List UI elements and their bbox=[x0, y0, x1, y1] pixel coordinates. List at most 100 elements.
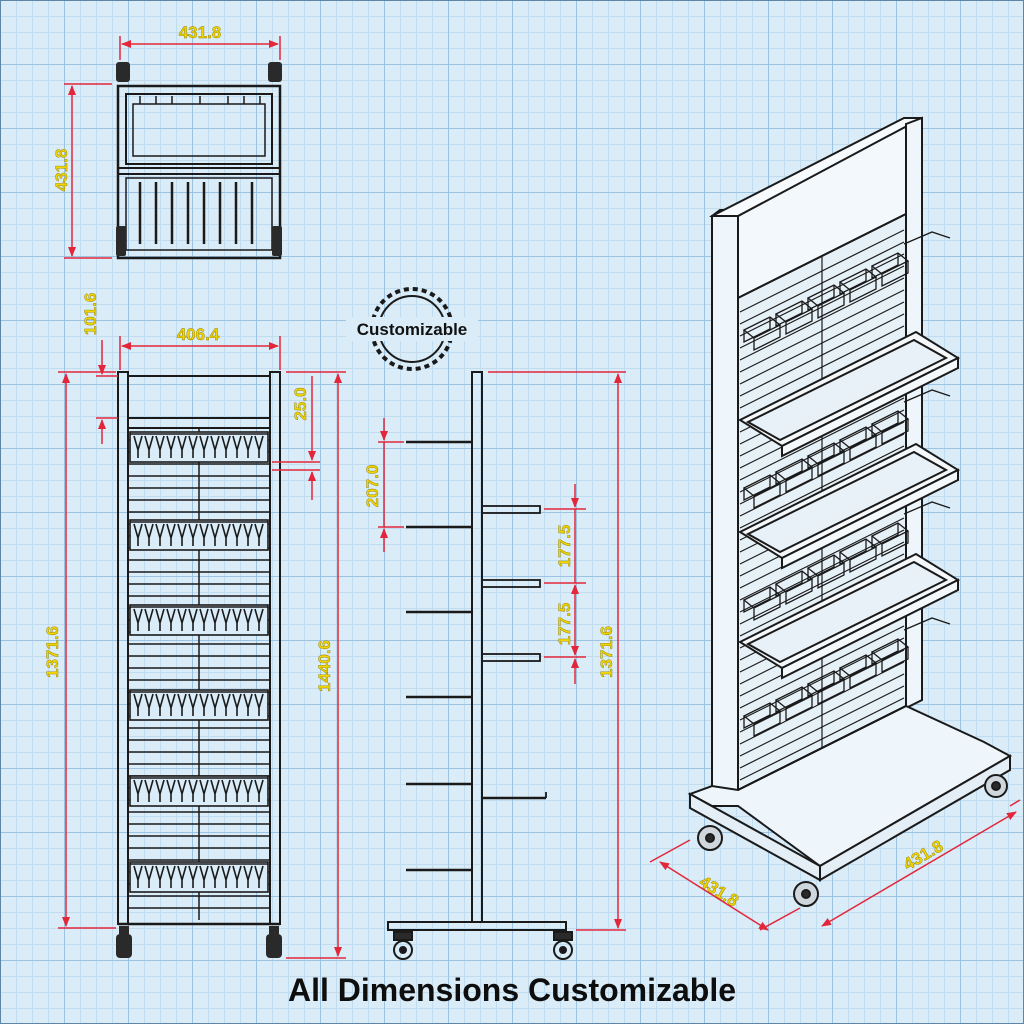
hook bbox=[144, 608, 154, 631]
iso-basket bbox=[742, 389, 951, 510]
hook bbox=[155, 523, 165, 546]
hook bbox=[166, 865, 176, 888]
hook bbox=[177, 523, 187, 546]
iso-wire-baskets bbox=[742, 231, 951, 738]
customizable-stamp bbox=[346, 287, 478, 371]
hook bbox=[177, 693, 187, 716]
hook bbox=[254, 865, 264, 888]
basket-wire bbox=[807, 671, 845, 706]
top-view-depth-label: 431.8 bbox=[52, 149, 71, 192]
basket-wire bbox=[839, 655, 877, 690]
top-view-dimensions bbox=[64, 36, 281, 259]
hook bbox=[243, 523, 253, 546]
side-view bbox=[387, 371, 567, 931]
hook bbox=[210, 523, 220, 546]
hook bbox=[232, 435, 242, 458]
hook bbox=[188, 693, 198, 716]
hook bbox=[133, 523, 143, 546]
hook bbox=[221, 435, 231, 458]
top-view-pegs bbox=[139, 96, 261, 104]
hook bbox=[232, 608, 242, 631]
hook bbox=[155, 435, 165, 458]
hook bbox=[243, 865, 253, 888]
hook bbox=[210, 693, 220, 716]
hook bbox=[144, 693, 154, 716]
basket-wire bbox=[871, 523, 909, 558]
basket-wire bbox=[775, 571, 813, 606]
front-hook-row bbox=[129, 604, 269, 636]
iso-shelf-inset bbox=[745, 450, 949, 554]
basket-wire bbox=[775, 687, 813, 722]
front-view-header-gap-label: 25.0 bbox=[291, 387, 310, 420]
iso-dimensions bbox=[649, 799, 1021, 931]
basket-wire bbox=[871, 253, 909, 288]
hook bbox=[210, 435, 220, 458]
hook bbox=[188, 435, 198, 458]
side-view-height-label: 1371.6 bbox=[597, 626, 616, 678]
iso-basket bbox=[742, 617, 951, 738]
hook bbox=[144, 865, 154, 888]
basket-wire bbox=[807, 443, 845, 478]
hook bbox=[210, 865, 220, 888]
basket-wire bbox=[743, 475, 781, 510]
iso-shelf-inset bbox=[745, 338, 949, 442]
side-view-shelf-spacing-1-label: 177.5 bbox=[555, 525, 574, 568]
side-view-dimensions bbox=[378, 371, 626, 931]
hook bbox=[155, 608, 165, 631]
front-view bbox=[117, 371, 281, 926]
basket-wire bbox=[807, 285, 845, 320]
stamp-label: Customizable bbox=[357, 320, 468, 339]
hook bbox=[177, 435, 187, 458]
hook bbox=[155, 865, 165, 888]
hook bbox=[243, 608, 253, 631]
hook bbox=[232, 865, 242, 888]
side-view-shelf-spacing-2-label: 177.5 bbox=[555, 603, 574, 646]
hook bbox=[199, 523, 209, 546]
top-view-slats bbox=[138, 182, 254, 244]
hook bbox=[254, 608, 264, 631]
basket-wire bbox=[775, 301, 813, 336]
hook bbox=[166, 435, 176, 458]
hook bbox=[188, 865, 198, 888]
hook bbox=[177, 608, 187, 631]
hook bbox=[232, 779, 242, 802]
hook bbox=[210, 779, 220, 802]
front-view-dimensions bbox=[58, 336, 346, 959]
iso-basket bbox=[742, 231, 951, 352]
front-view-casters bbox=[116, 926, 282, 958]
front-hook-row bbox=[129, 431, 269, 463]
basket-wire bbox=[839, 427, 877, 462]
hook bbox=[133, 608, 143, 631]
iso-shelf-lip bbox=[781, 578, 959, 680]
hook bbox=[254, 693, 264, 716]
basket-wire bbox=[871, 411, 909, 446]
hook bbox=[221, 865, 231, 888]
front-hook-row bbox=[129, 519, 269, 551]
hook bbox=[133, 865, 143, 888]
hook bbox=[188, 523, 198, 546]
basket-wire bbox=[839, 269, 877, 304]
hook bbox=[166, 693, 176, 716]
basket-wire bbox=[775, 459, 813, 494]
side-view-hook-spacing-label: 207.0 bbox=[363, 465, 382, 508]
iso-basket bbox=[742, 501, 951, 622]
hook bbox=[221, 608, 231, 631]
basket-hook bbox=[903, 389, 951, 403]
basket-hook bbox=[903, 617, 951, 631]
iso-shelf-lip bbox=[781, 468, 959, 570]
hook bbox=[254, 435, 264, 458]
side-view-shelves bbox=[481, 505, 547, 800]
hook bbox=[199, 608, 209, 631]
hook bbox=[133, 693, 143, 716]
hook bbox=[133, 779, 143, 802]
hook bbox=[221, 523, 231, 546]
iso-shelves bbox=[737, 330, 961, 680]
top-view-casters bbox=[116, 62, 282, 256]
caption: All Dimensions Customizable bbox=[287, 972, 737, 1008]
hook bbox=[177, 865, 187, 888]
hook bbox=[144, 779, 154, 802]
basket-wire bbox=[839, 539, 877, 574]
hook bbox=[166, 523, 176, 546]
front-view-overall-height-label: 1440.6 bbox=[315, 640, 334, 692]
iso-width-label: 431.8 bbox=[900, 836, 946, 874]
